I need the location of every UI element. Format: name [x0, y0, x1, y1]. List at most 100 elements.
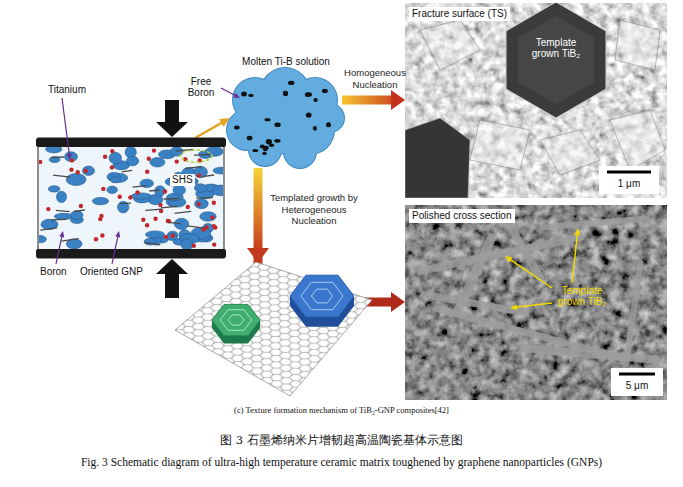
sem-fracture-image: [518, 16, 594, 104]
titanium-particle: [39, 236, 46, 243]
titanium-particle: [181, 239, 193, 249]
boron-dot: [274, 122, 280, 127]
titanium-particle: [146, 231, 165, 238]
leader-line: [62, 98, 69, 155]
sem-fracture-image: [615, 20, 660, 70]
leader-line-head: [59, 231, 64, 237]
gnp-flake: [61, 239, 79, 241]
flow-arrow: [195, 118, 230, 138]
boron-particle: [39, 160, 42, 164]
titanium-particle: [83, 166, 95, 175]
pointer-arrow-head: [574, 228, 580, 235]
boron-particle: [153, 217, 157, 221]
sem-image: Polished cross sectionTemplate grown TiB…: [405, 205, 667, 400]
graphene-sheet: [290, 275, 354, 317]
process-label: SHS: [170, 174, 195, 186]
compression-cylinder: [156, 100, 188, 137]
boron-dot: [274, 139, 280, 143]
gnp-flake: [51, 219, 66, 221]
titanium-particle: [57, 191, 67, 202]
graphene-sheet: [220, 310, 252, 331]
boron-dot: [313, 126, 317, 131]
gnp-flake: [122, 170, 132, 172]
molten-cloud-shape: [226, 67, 345, 169]
boron-dot: [283, 92, 288, 97]
callout-label: Oriented GNP: [80, 266, 143, 278]
boron-particle: [197, 173, 201, 177]
boron-particle: [171, 234, 175, 238]
callout-label: Free Boron: [182, 76, 220, 98]
boron-particle: [164, 235, 168, 239]
boron-particle: [103, 155, 107, 159]
phase-label: Template grown TiB₂: [555, 285, 609, 307]
titanium-particle: [92, 197, 108, 204]
titanium-particle: [194, 184, 206, 192]
gnp-flake: [144, 243, 160, 245]
graphene-sheet: [311, 289, 332, 303]
graphene-sheet: [175, 262, 372, 396]
titanium-particle: [110, 177, 120, 183]
titanium-particle: [46, 147, 62, 153]
sem-fracture-image: [470, 120, 530, 170]
boron-particle: [163, 189, 167, 193]
leader-lines: [56, 88, 580, 310]
gnp-flake: [133, 186, 147, 188]
sem-polished-image: [420, 290, 530, 316]
cloud-heading: Molten Ti-B solution: [230, 56, 342, 67]
sem-fracture-image: [506, 3, 606, 118]
gnp-flake: [168, 222, 180, 223]
sem-fracture-image: [599, 166, 659, 194]
arrow-head: [391, 292, 405, 312]
pointer-arrow-head: [510, 304, 517, 310]
sem-fracture-image: [405, 118, 470, 198]
titanium-particle: [107, 186, 118, 193]
boron-particle: [135, 190, 139, 194]
gnp-flake: [194, 154, 210, 156]
boron-particle: [46, 207, 50, 211]
flow-arrow: [342, 90, 405, 110]
sem-polished-image: [520, 344, 660, 364]
molten-cloud-shape: [249, 134, 281, 166]
edge-label: Homogeneous Nucleation: [343, 67, 407, 90]
boron-particle: [79, 204, 83, 208]
callout-label: Titanium: [48, 84, 86, 96]
graphene-sheet: [175, 248, 372, 396]
boron-particle: [141, 218, 145, 222]
figure-caption: Fig. 3 Schematic diagram of ultra-high t…: [81, 455, 602, 470]
sem-fracture-image: [405, 3, 667, 198]
leader-line-head: [115, 231, 120, 237]
compression-cylinder: [38, 138, 224, 258]
powder-particles: [39, 147, 223, 249]
pointer-arrow: [516, 303, 552, 307]
graphene-sheet: [247, 248, 269, 263]
boron-particle: [212, 201, 216, 205]
boron-particle: [186, 205, 190, 209]
sem-polished-image: [611, 368, 663, 396]
leader-line-head: [67, 154, 72, 160]
sem-polished-image: [416, 215, 660, 370]
gnp-flake: [120, 202, 131, 204]
boron-dot: [262, 152, 266, 155]
phase-label: Template grown TiB₂: [529, 37, 583, 59]
boron-dot: [326, 122, 331, 127]
sem-fracture-image: [540, 130, 600, 175]
compression-cylinder: [156, 259, 188, 298]
sem-polished-image: [619, 373, 655, 376]
molten-cloud-shape: [226, 67, 345, 169]
edge-label: Templated growth by Heterogeneous Nuclea…: [268, 192, 360, 227]
titanium-particle: [131, 193, 151, 199]
leader-line: [112, 236, 118, 264]
figure-caption-zh: 图 3 石墨烯纳米片增韧超高温陶瓷基体示意图: [220, 433, 463, 448]
boron-particle: [94, 237, 98, 241]
titanium-particle: [127, 156, 139, 166]
sem-fracture-image: [607, 171, 651, 174]
gnp-flake: [149, 190, 159, 191]
boron-dot: [269, 143, 275, 147]
boron-particle: [192, 244, 196, 248]
graphene-sheet: [212, 304, 260, 335]
gnp-flake: [203, 175, 215, 177]
graphene-sheet: [175, 262, 372, 396]
boron-dot: [288, 81, 294, 85]
boron-dot: [306, 112, 312, 117]
boron-particle: [69, 168, 73, 172]
